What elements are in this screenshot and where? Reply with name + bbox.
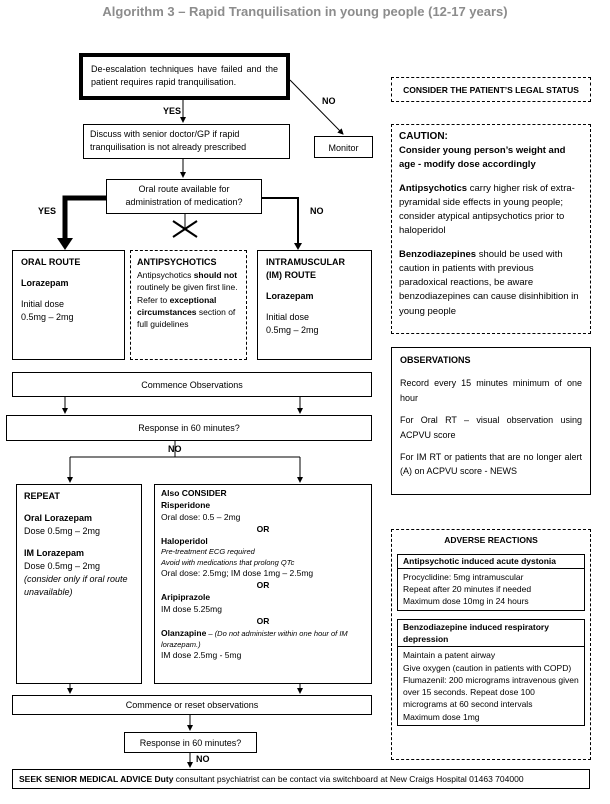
im-route-box: INTRAMUSCULAR (IM) ROUTE Lorazepam Initi… — [257, 250, 372, 360]
repeat-oral-heading: Oral Lorazepam — [24, 513, 93, 524]
respiratory-line-2: Give oxygen (caution in patients with CO… — [403, 662, 572, 673]
observations-heading: OBSERVATIONS — [400, 355, 471, 365]
im-route-dose-label: Initial dose — [266, 312, 310, 323]
dystonia-line-2: Repeat after 20 minutes if needed — [403, 583, 532, 594]
commence-reset-text: Commence or reset observations — [125, 700, 259, 710]
deescalation-text: De-escalation techniques have failed and… — [91, 64, 278, 88]
respiratory-line-3: Flumazenil: 200 micrograms intravenous g… — [403, 674, 579, 710]
adverse-heading: ADVERSE REACTIONS — [444, 535, 538, 545]
observations-p3: For IM RT or patients that are no longer… — [400, 451, 582, 477]
discuss-text: Discuss with senior doctor/GP if rapid t… — [90, 129, 247, 153]
haloperidol-note-1: Pre-treatment ECG required — [161, 547, 255, 557]
no-label-3: NO — [168, 444, 182, 454]
observations-p2: For Oral RT – visual observation using A… — [400, 415, 582, 440]
also-consider-box: Also CONSIDER Risperidone Oral dose: 0.5… — [154, 484, 372, 684]
dystonia-box: Antipsychotic induced acute dystonia Pro… — [397, 554, 585, 611]
commence-reset-box: Commence or reset observations — [12, 695, 372, 715]
page-title: Algorithm 3 – Rapid Tranquilisation in y… — [102, 4, 508, 19]
response-60-text-1: Response in 60 minutes? — [138, 423, 240, 433]
no-label-4: NO — [196, 754, 210, 764]
respiratory-line-4: Maximum dose 1mg — [403, 711, 480, 722]
commence-observations-box: Commence Observations — [12, 372, 372, 397]
repeat-oral-dose: Dose 0.5mg – 2mg — [24, 526, 101, 537]
response-60-box-1: Response in 60 minutes? — [6, 415, 372, 441]
repeat-im-heading: IM Lorazepam — [24, 548, 85, 559]
aripiprazole-dose: IM dose 5.25mg — [161, 604, 222, 615]
discuss-box: Discuss with senior doctor/GP if rapid t… — [83, 124, 290, 159]
antipsychotics-text: Antipsychotics should not routinely be g… — [137, 270, 238, 330]
respiratory-line-1: Maintain a patent airway — [403, 650, 496, 661]
adverse-reactions-box: ADVERSE REACTIONS Antipsychotic induced … — [391, 529, 591, 760]
oral-route-drug: Lorazepam — [21, 278, 69, 289]
repeat-heading: REPEAT — [24, 491, 60, 501]
im-route-heading: INTRAMUSCULAR (IM) ROUTE — [266, 257, 345, 281]
aripiprazole-heading: Aripiprazole — [161, 592, 211, 603]
oral-route-dose-label: Initial dose — [21, 299, 65, 310]
seek-advice-bold: SEEK SENIOR MEDICAL ADVICE Duty — [19, 774, 174, 784]
repeat-im-note: (consider only if oral route unavailable… — [24, 574, 128, 598]
caution-antipsychotics: Antipsychotics carry higher risk of extr… — [399, 182, 575, 237]
caution-benzodiazepines: Benzodiazepines should be used with caut… — [399, 248, 579, 317]
dystonia-line-3: Maximum dose 10mg in 24 hours — [403, 596, 529, 607]
oral-route-heading: ORAL ROUTE — [21, 257, 81, 267]
olanzapine-line: Olanzapine – (Do not administer within o… — [161, 627, 348, 649]
observations-box: OBSERVATIONS Record every 15 minutes min… — [391, 347, 591, 495]
repeat-box: REPEAT Oral Lorazepam Dose 0.5mg – 2mg I… — [16, 484, 142, 684]
im-route-dose: 0.5mg – 2mg — [266, 325, 319, 336]
oral-route-box: ORAL ROUTE Lorazepam Initial dose 0.5mg … — [12, 250, 125, 360]
respiratory-box: Benzodiazepine induced respiratory depre… — [397, 618, 585, 727]
seek-advice-box: SEEK SENIOR MEDICAL ADVICE Duty consulta… — [12, 769, 590, 789]
or-label-3: OR — [256, 616, 270, 627]
response-60-box-2: Response in 60 minutes? — [124, 732, 257, 753]
observations-p1: Record every 15 minutes minimum of one h… — [400, 378, 582, 403]
monitor-box: Monitor — [314, 136, 373, 158]
oral-route-dose: 0.5mg – 2mg — [21, 312, 74, 323]
also-consider-heading: Also CONSIDER — [161, 488, 227, 498]
respiratory-heading: Benzodiazepine induced respiratory depre… — [398, 620, 584, 648]
monitor-text: Monitor — [328, 143, 359, 153]
no-label-1: NO — [322, 96, 336, 106]
caution-box: CAUTION: Consider young person’s weight … — [391, 124, 591, 334]
dystonia-heading: Antipsychotic induced acute dystonia — [398, 555, 584, 569]
deescalation-box: De-escalation techniques have failed and… — [79, 53, 290, 100]
haloperidol-note-2: Avoid with medications that prolong QTc — [161, 557, 295, 567]
seek-advice-text: consultant psychiatrist can be contact v… — [173, 774, 524, 784]
dystonia-line-1: Procyclidine: 5mg intramuscular — [403, 571, 524, 582]
or-label-1: OR — [256, 523, 270, 534]
haloperidol-dose: Oral dose: 2.5mg; IM dose 1mg – 2.5mg — [161, 568, 314, 579]
risperidone-heading: Risperidone — [161, 499, 211, 510]
haloperidol-heading: Haloperidol — [161, 535, 208, 546]
antipsychotics-heading: ANTIPSYCHOTICS — [137, 257, 217, 267]
commence-observations-text: Commence Observations — [141, 380, 243, 390]
or-label-2: OR — [256, 580, 270, 591]
oral-route-question-text: Oral route available for administration … — [125, 184, 243, 208]
repeat-im-dose: Dose 0.5mg – 2mg — [24, 561, 101, 572]
legal-status-text: CONSIDER THE PATIENT’S LEGAL STATUS — [403, 85, 579, 95]
legal-status-box: CONSIDER THE PATIENT’S LEGAL STATUS — [391, 77, 591, 102]
olanzapine-dose: IM dose 2.5mg - 5mg — [161, 650, 242, 661]
yes-label-1: YES — [163, 106, 182, 116]
antipsychotics-box: ANTIPSYCHOTICS Antipsychotics should not… — [130, 250, 247, 360]
im-route-drug: Lorazepam — [266, 291, 314, 302]
yes-label-2: YES — [38, 206, 57, 216]
caution-heading: CAUTION: — [399, 131, 448, 142]
oral-route-question: Oral route available for administration … — [106, 179, 262, 214]
no-label-2: NO — [310, 206, 324, 216]
response-60-text-2: Response in 60 minutes? — [139, 738, 242, 748]
risperidone-dose: Oral dose: 0.5 – 2mg — [161, 511, 241, 522]
caution-weight: Consider young person’s weight and age -… — [399, 145, 566, 171]
